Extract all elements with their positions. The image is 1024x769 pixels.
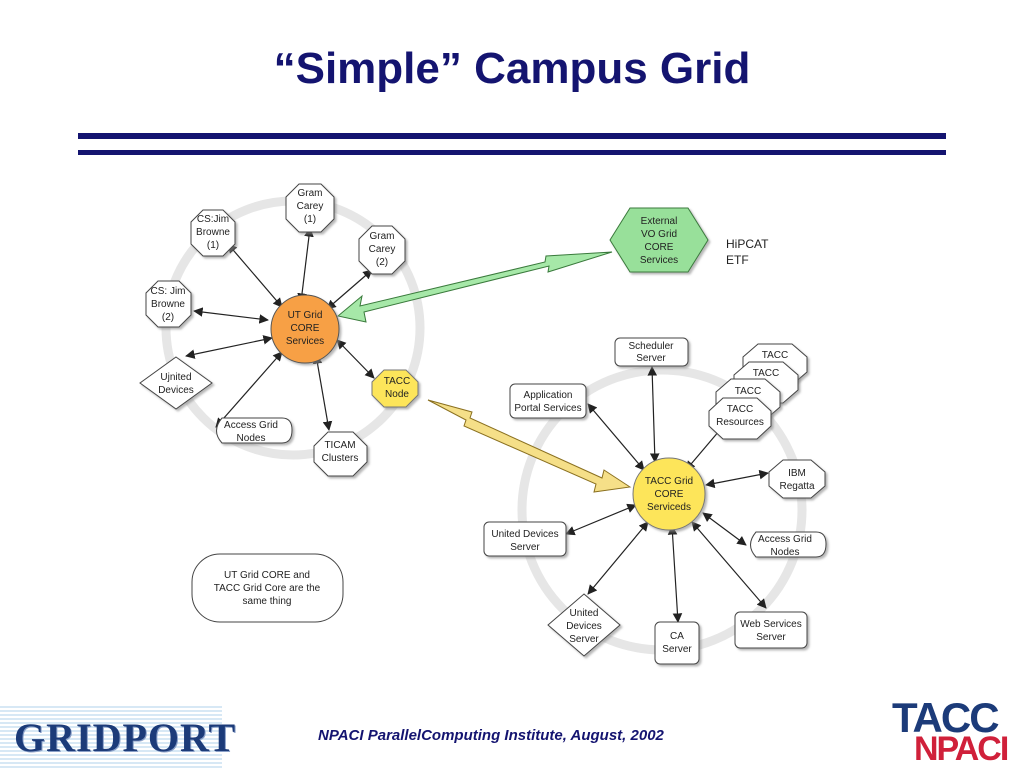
tacc-npaci-logo: TACC NPACI [892,694,1022,768]
gridport-logo-text: GRIDPORT [14,715,237,760]
title-rule-top [78,133,946,139]
svg-text:TACC: TACC [735,386,761,397]
gridport-logo: GRIDPORT [0,704,235,768]
ut-core-connectors [185,227,375,431]
svg-text:TACC: TACC [753,368,779,379]
page-title: “Simple” Campus Grid [273,44,751,93]
npaci-logo-text: NPACI [914,730,1009,768]
tacc-logo-text: TACC [892,694,1000,741]
external-link-arrow [336,251,613,323]
title-rule-bottom [78,150,946,155]
footer-text: NPACI ParallelComputing Institute, Augus… [318,727,664,744]
tacc-node-link-arrow [427,399,632,493]
svg-text:TACC: TACC [762,350,788,361]
